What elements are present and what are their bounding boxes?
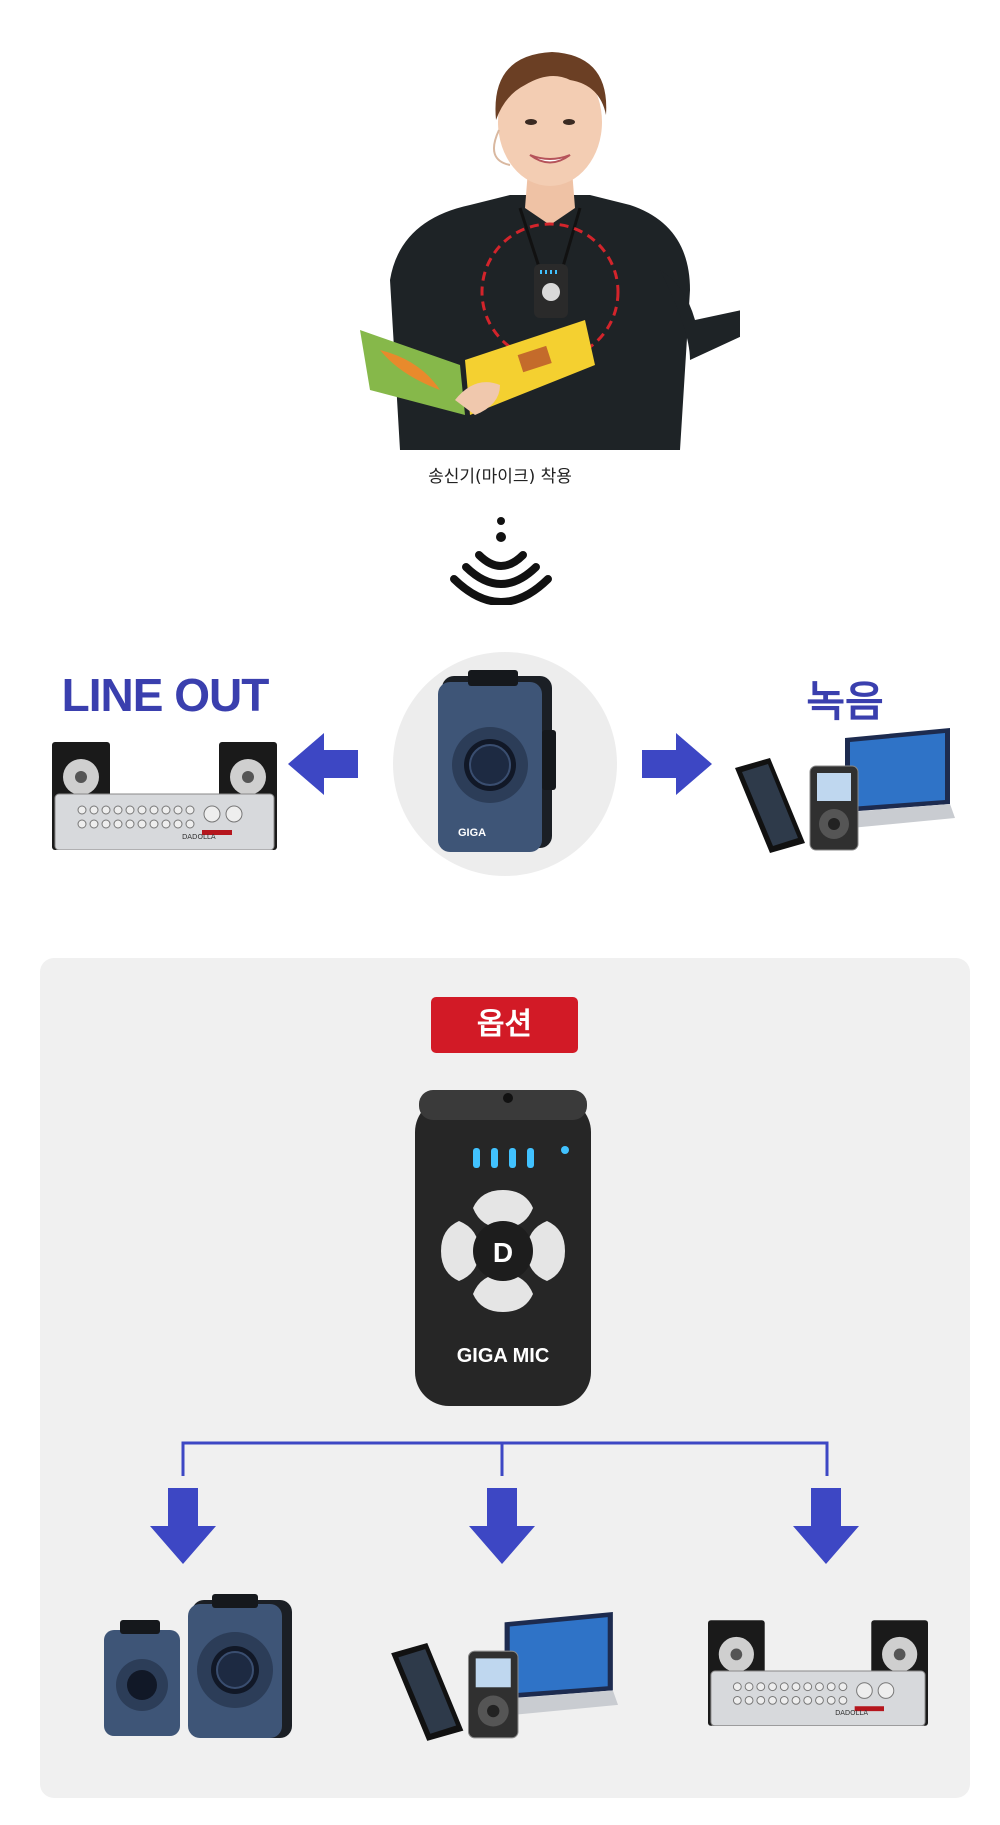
amplifier-speakers-image: DADOLLA <box>52 742 277 850</box>
arrow-left-icon <box>288 733 358 795</box>
receiver-device-image: GIGA <box>438 670 556 852</box>
recording-devices-image <box>735 728 955 853</box>
arrow-down-icon <box>793 1488 859 1564</box>
arrow-right-icon <box>642 733 712 795</box>
svg-text:GIGA: GIGA <box>458 827 486 839</box>
arrow-down-icon <box>469 1488 535 1564</box>
arrow-down-icon <box>150 1488 216 1564</box>
device-center-button-label: D <box>493 1237 513 1268</box>
receiver-devices-image <box>104 1594 292 1738</box>
person-wearing-transmitter <box>360 52 740 450</box>
amp-brand-text: DADOLLA <box>835 1709 868 1717</box>
amplifier-speakers-image: DADOLLA <box>708 1620 928 1726</box>
wireless-signal-icon <box>450 517 552 605</box>
amp-brand-text: DADOLLA <box>182 833 216 841</box>
device-brand-label: GIGA MIC <box>457 1345 550 1367</box>
option-badge: 옵션 <box>431 997 578 1053</box>
transmitter-device-image: D GIGA MIC <box>415 1090 591 1406</box>
line-out-label: LINE OUT <box>61 669 270 721</box>
recording-devices-image <box>391 1612 619 1741</box>
transmitter-caption: 송신기(마이크) 착용 <box>428 467 572 487</box>
recording-label: 녹음 <box>806 677 884 726</box>
connector-lines <box>181 1441 829 1476</box>
